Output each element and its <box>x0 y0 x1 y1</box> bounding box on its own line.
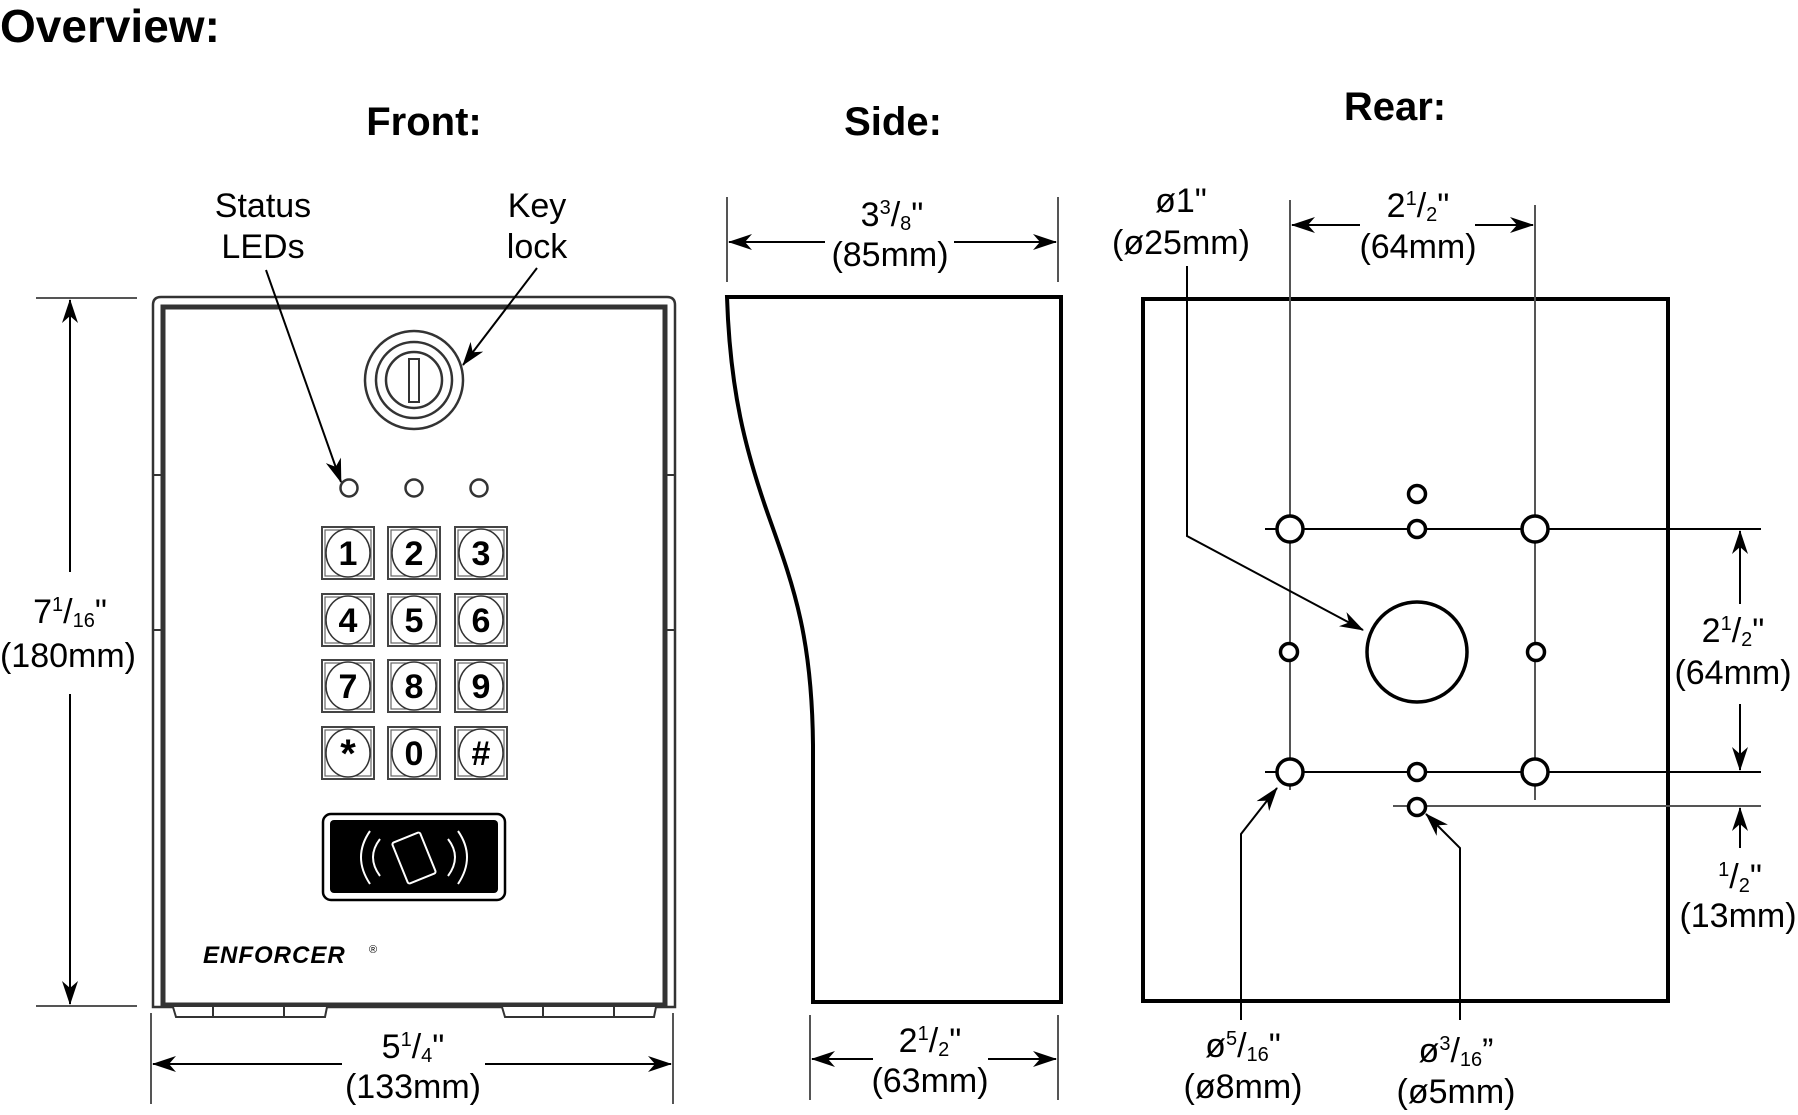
key-lock-icon <box>363 329 465 431</box>
center-hole-metric: (ø25mm) <box>1112 224 1250 262</box>
status-leds-label-line1: Status <box>215 187 311 225</box>
keypad-key-0[interactable]: 0 <box>387 726 441 780</box>
svg-text:71/16": 71/16" <box>33 593 107 632</box>
key-label: 6 <box>472 602 491 640</box>
rear-vertical-spacing-dimension: 21/2" (64mm) <box>1674 530 1792 771</box>
rear-bottom-offset-metric: (13mm) <box>1679 897 1796 935</box>
key-label: 2 <box>405 535 424 573</box>
keypad-key-hash[interactable]: # <box>454 726 508 780</box>
dim-whole: 7 <box>33 593 52 631</box>
svg-text:ø3/16”: ø3/16” <box>1419 1032 1494 1071</box>
front-height-dimension: 71/16" (180mm) <box>0 297 137 1007</box>
key-label: 5 <box>405 602 424 640</box>
rear-panel-outline <box>1141 297 1670 1003</box>
status-leds-label-line2: LEDs <box>221 228 304 266</box>
keypad-key-6[interactable]: 6 <box>454 593 508 647</box>
key-label: 0 <box>405 735 424 773</box>
large-hole-leader-arrow <box>1240 787 1278 1020</box>
side-profile-outline <box>724 295 1063 1004</box>
svg-text:51/4": 51/4" <box>382 1028 445 1067</box>
card-reader <box>321 812 507 902</box>
small-mounting-hole <box>1406 761 1428 783</box>
dim-numerator: 1 <box>52 594 63 616</box>
rear-bottom-offset-dimension: 1/2" (13mm) <box>1679 807 1797 935</box>
key-label: 3 <box>472 535 491 573</box>
key-label: 4 <box>339 602 358 640</box>
keypad-key-3[interactable]: 3 <box>454 526 508 580</box>
keypad-key-8[interactable]: 8 <box>387 659 441 713</box>
side-depth-top-metric: (85mm) <box>831 236 948 274</box>
keypad-key-4[interactable]: 4 <box>321 593 375 647</box>
side-depth-bottom-metric: (63mm) <box>871 1062 988 1100</box>
side-depth-top-dimension: 33/8" (85mm) <box>726 196 1059 282</box>
center-hole-leader-arrow <box>1186 266 1364 631</box>
small-mounting-hole <box>1406 483 1428 505</box>
svg-text:21/2": 21/2" <box>1702 612 1765 651</box>
registered-mark: ® <box>369 944 377 956</box>
center-wire-hole <box>1365 600 1469 704</box>
large-mounting-hole <box>1275 757 1305 787</box>
key-lock-label-line2: lock <box>507 228 568 266</box>
large-mounting-hole <box>1275 514 1305 544</box>
small-mounting-hole <box>1525 641 1547 663</box>
key-label: 1 <box>339 535 358 573</box>
rear-view-title: Rear: <box>1344 85 1446 129</box>
large-hole-metric: (ø8mm) <box>1184 1068 1303 1106</box>
rear-horizontal-metric: (64mm) <box>1359 228 1476 266</box>
status-led <box>339 478 359 498</box>
rear-mounting-holes <box>1275 483 1550 818</box>
dim-denominator: 16 <box>73 610 95 632</box>
small-mounting-hole <box>1406 518 1428 540</box>
svg-text:1/2": 1/2" <box>1718 858 1762 897</box>
keypad-key-9[interactable]: 9 <box>454 659 508 713</box>
rear-horizontal-spacing-dimension: 21/2" (64mm) <box>1289 187 1536 800</box>
large-hole-label: ø <box>1205 1027 1226 1065</box>
status-led <box>404 478 424 498</box>
page-title: Overview: <box>0 0 220 52</box>
brand-logo: ENFORCER <box>203 942 346 969</box>
key-label: 9 <box>472 668 491 706</box>
key-label: 8 <box>405 668 424 706</box>
keypad-key-star[interactable]: * <box>321 726 375 780</box>
svg-text:21/2": 21/2" <box>1387 187 1450 226</box>
status-leds-leader-arrow <box>265 269 342 483</box>
small-mounting-hole <box>1406 796 1428 818</box>
status-led <box>469 478 489 498</box>
svg-text:33/8": 33/8" <box>861 196 924 235</box>
keypad-key-7[interactable]: 7 <box>321 659 375 713</box>
large-mounting-hole <box>1520 514 1550 544</box>
keypad-key-2[interactable]: 2 <box>387 526 441 580</box>
svg-text:21/2": 21/2" <box>899 1022 962 1061</box>
rear-vertical-metric: (64mm) <box>1674 654 1791 692</box>
keypad-key-1[interactable]: 1 <box>321 526 375 580</box>
svg-text:ø5/16": ø5/16" <box>1205 1027 1281 1066</box>
front-width-metric: (133mm) <box>345 1068 481 1106</box>
front-view-title: Front: <box>366 100 482 144</box>
front-width-dimension: 51/4" (133mm) <box>150 1013 674 1106</box>
side-depth-bottom-dimension: 21/2" (63mm) <box>809 1015 1059 1100</box>
front-height-metric: (180mm) <box>0 637 136 675</box>
key-lock-leader-arrow <box>462 267 538 366</box>
small-hole-metric: (ø5mm) <box>1397 1073 1516 1111</box>
small-hole-leader-arrow <box>1425 813 1461 1020</box>
front-housing-outline <box>151 295 677 1009</box>
keypad-key-5[interactable]: 5 <box>387 593 441 647</box>
status-leds <box>339 478 489 498</box>
small-mounting-hole <box>1278 641 1300 663</box>
key-label: * <box>340 732 356 776</box>
center-hole-label: ø1" <box>1155 182 1207 220</box>
key-lock-label-line1: Key <box>508 187 567 225</box>
large-mounting-hole <box>1520 757 1550 787</box>
contactless-card-icon <box>360 830 468 885</box>
housing-feet <box>172 1006 657 1018</box>
small-hole-label: ø <box>1419 1032 1440 1070</box>
side-view-title: Side: <box>844 100 942 144</box>
key-label: # <box>472 735 491 773</box>
key-label: 7 <box>339 668 358 706</box>
keypad: 1 2 3 4 5 6 7 8 9 * 0 # <box>321 526 508 780</box>
